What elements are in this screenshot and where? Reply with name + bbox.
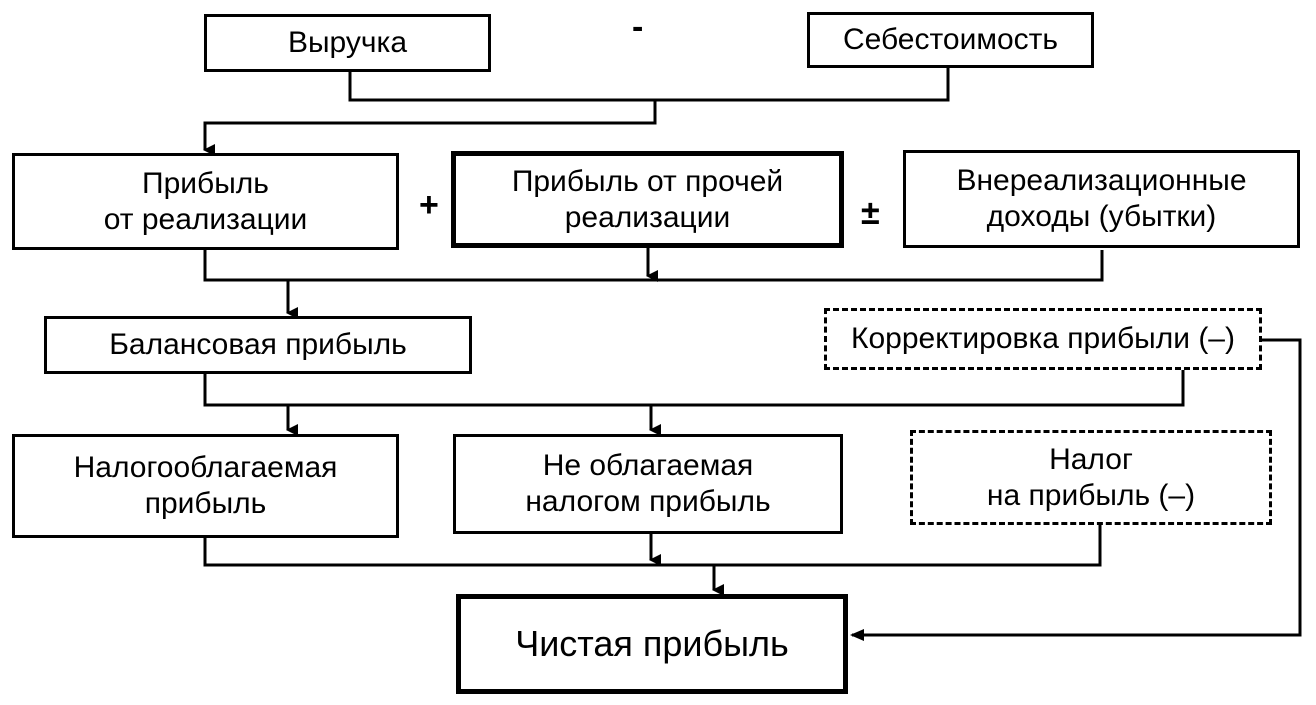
node-non-operating: Внереализационные доходы (убытки) [903, 150, 1300, 248]
node-profit-adjustment: Корректировка прибыли (–) [824, 308, 1262, 370]
node-net-profit: Чистая прибыль [456, 594, 848, 694]
operator-plus-minus: ± [861, 194, 880, 232]
node-cost-label: Себестоимость [842, 23, 1059, 56]
node-other-sales-profit: Прибыль от прочей реализации [451, 151, 844, 248]
operator-minus: - [632, 8, 644, 46]
node-non-taxable-profit-label: Не облагаемая налогом прибыль [525, 449, 771, 518]
node-cost: Себестоимость [807, 12, 1094, 68]
arrow-to-sales-profit [203, 100, 657, 156]
node-balance-profit: Балансовая прибыль [44, 316, 472, 374]
connector-balance-adjustment [203, 370, 1185, 407]
node-profit-tax: Налог на прибыль (–) [910, 430, 1272, 525]
node-taxable-profit: Налогооблагаемая прибыль [12, 434, 399, 538]
node-revenue: Выручка [204, 14, 491, 72]
node-profit-tax-label: Налог на прибыль (–) [986, 442, 1196, 512]
node-balance-profit-label: Балансовая прибыль [109, 328, 407, 361]
node-non-operating-label: Внереализационные доходы (убытки) [956, 164, 1247, 233]
arrow-adjustment-to-net-profit [850, 338, 1302, 641]
node-revenue-label: Выручка [287, 26, 408, 59]
node-net-profit-label: Чистая прибыль [515, 623, 789, 664]
node-non-taxable-profit: Не облагаемая налогом прибыль [453, 434, 843, 534]
node-profit-adjustment-label: Корректировка прибыли (–) [851, 322, 1235, 355]
node-other-sales-profit-label: Прибыль от прочей реализации [511, 164, 784, 234]
connector-row2 [203, 250, 1104, 282]
connector-revenue-cost [348, 68, 950, 102]
node-sales-profit: Прибыль от реализации [12, 153, 399, 250]
node-taxable-profit-label: Налогооблагаемая прибыль [73, 451, 338, 520]
operator-plus: + [419, 186, 439, 224]
node-sales-profit-label: Прибыль от реализации [103, 166, 308, 236]
